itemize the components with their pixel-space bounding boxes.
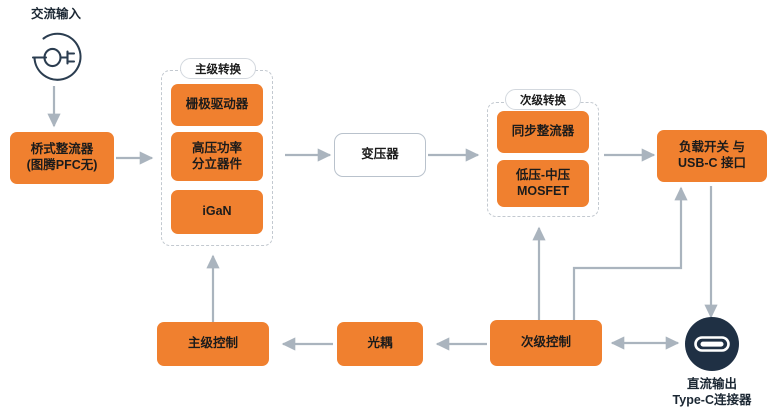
block-hv-discrete[interactable]: 高压功率 分立器件 [171, 132, 263, 181]
power-plug-icon [22, 26, 86, 89]
block-secondary-control-label: 次级控制 [520, 335, 571, 350]
block-gate-driver[interactable]: 栅极驱动器 [171, 84, 263, 126]
block-optocoupler-label: 光耦 [367, 336, 393, 351]
block-igan-label: iGaN [202, 204, 232, 219]
block-bridge-rectifier[interactable]: 桥式整流器 (图腾PFC无) [10, 132, 114, 184]
group-primary-conversion-label-pill: 主级转换 [180, 58, 256, 79]
group-secondary-conversion-label-pill: 次级转换 [505, 89, 581, 110]
block-load-switch-usbc-label: 负载开关 与 USB-C 接口 [677, 140, 747, 170]
group-secondary-conversion-label: 次级转换 [520, 94, 566, 107]
group-primary-conversion-label: 主级转换 [195, 63, 241, 76]
block-secondary-control[interactable]: 次级控制 [490, 320, 602, 366]
block-igan[interactable]: iGaN [171, 190, 263, 234]
block-gate-driver-label: 栅极驱动器 [185, 97, 249, 112]
block-lv-mv-mosfet[interactable]: 低压-中压 MOSFET [497, 160, 589, 207]
block-hv-discrete-label: 高压功率 分立器件 [191, 140, 242, 171]
ac-input-label: 交流输入 [30, 7, 81, 21]
block-lv-mv-mosfet-label: 低压-中压 MOSFET [515, 167, 571, 198]
block-optocoupler[interactable]: 光耦 [337, 322, 423, 366]
block-load-switch-usbc[interactable]: 负载开关 与 USB-C 接口 [657, 130, 767, 182]
block-bridge-rectifier-label: 桥式整流器 (图腾PFC无) [26, 142, 98, 172]
block-transformer[interactable]: 变压器 [334, 133, 426, 177]
block-sync-rectifier-label: 同步整流器 [511, 124, 575, 139]
dc-output-label: 直流输出 Type-C连接器 [672, 377, 752, 408]
block-primary-control[interactable]: 主级控制 [157, 322, 269, 366]
block-primary-control-label: 主级控制 [187, 336, 238, 351]
block-transformer-label: 变压器 [361, 147, 399, 162]
usb-c-connector-icon [684, 316, 740, 377]
block-sync-rectifier[interactable]: 同步整流器 [497, 111, 589, 153]
